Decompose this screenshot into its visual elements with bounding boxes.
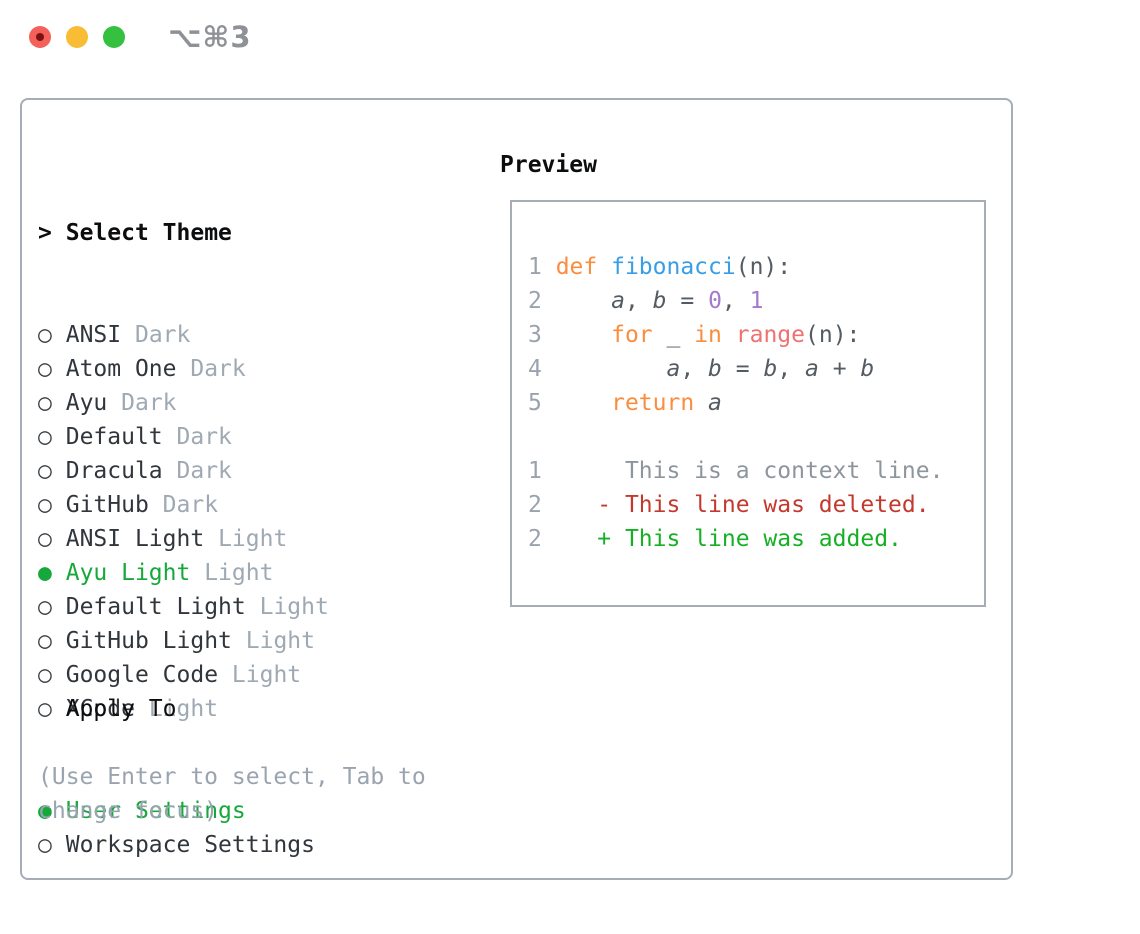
radio-icon: ○ xyxy=(38,526,52,552)
theme-option[interactable]: ○ Dracula Dark xyxy=(38,454,329,488)
preview-title: Preview xyxy=(500,152,597,178)
apply-to-title: Apply To xyxy=(65,696,177,722)
theme-picker-panel: > Select Theme ○ ANSI Dark○ Atom One Dar… xyxy=(20,98,1013,880)
title-bar: ⌥⌘3 xyxy=(0,0,1140,74)
apply-to-label: User Settings xyxy=(65,798,246,824)
theme-variant: Light xyxy=(231,662,302,688)
radio-icon: ○ xyxy=(38,492,52,518)
theme-name: GitHub Light xyxy=(65,628,232,654)
radio-icon: ○ xyxy=(38,594,52,620)
theme-list: > Select Theme ○ ANSI Dark○ Atom One Dar… xyxy=(38,148,329,726)
apply-to-option[interactable]: ● User Settings xyxy=(38,794,315,828)
theme-variant: Light xyxy=(148,696,219,722)
radio-icon: ● xyxy=(38,798,52,824)
theme-variant: Light xyxy=(218,526,288,552)
code-line: 3 for _ in range(n): xyxy=(528,322,861,348)
theme-name: GitHub xyxy=(65,492,149,518)
theme-name: Default Light xyxy=(65,594,246,620)
theme-variant: Dark xyxy=(121,390,177,416)
zoom-button[interactable] xyxy=(103,26,125,48)
theme-option[interactable]: ○ GitHub Dark xyxy=(38,488,329,522)
apply-to-label: Workspace Settings xyxy=(65,832,315,858)
radio-icon: ○ xyxy=(38,424,52,450)
radio-icon: ○ xyxy=(38,662,52,688)
radio-icon: ○ xyxy=(38,356,52,382)
code-line: 4 a, b = b, a + b xyxy=(528,356,875,382)
theme-option[interactable]: ● Ayu Light Light xyxy=(38,556,329,590)
theme-list-title: Select Theme xyxy=(65,220,232,246)
theme-name: XCode xyxy=(65,696,135,722)
theme-name: ANSI xyxy=(65,322,122,348)
radio-icon: ○ xyxy=(38,458,52,484)
radio-icon: ● xyxy=(38,560,52,586)
window-shortcut-label: ⌥⌘3 xyxy=(168,20,252,54)
theme-option[interactable]: ○ Ayu Dark xyxy=(38,386,329,420)
theme-variant: Light xyxy=(245,628,315,654)
theme-option[interactable]: ○ Atom One Dark xyxy=(38,352,329,386)
theme-variant: Dark xyxy=(190,356,246,382)
radio-icon: ○ xyxy=(38,322,52,348)
theme-name: ANSI Light xyxy=(65,526,205,552)
theme-name: Default xyxy=(65,424,163,450)
apply-to-section: Apply To ● User Settings○ Workspace Sett… xyxy=(38,624,315,862)
code-line: 5 return a xyxy=(528,390,722,416)
theme-variant: Dark xyxy=(176,458,232,484)
theme-variant: Dark xyxy=(162,492,219,518)
theme-name: Ayu xyxy=(65,390,108,416)
theme-variant: Dark xyxy=(134,322,191,348)
theme-option[interactable]: ○ Google Code Light xyxy=(38,658,329,692)
radio-icon: ○ xyxy=(38,832,52,858)
theme-option[interactable]: ○ XCode Light xyxy=(38,692,329,726)
preview-box: 1 def fibonacci(n): 2 a, b = 0, 1 3 for _ … xyxy=(510,200,986,607)
code-line: 2 a, b = 0, 1 xyxy=(528,288,764,314)
theme-option[interactable]: ○ Default Light Light xyxy=(38,590,329,624)
theme-option[interactable]: ○ ANSI Dark xyxy=(38,318,329,352)
apply-to-header: Apply To xyxy=(38,692,315,726)
theme-variant: Light xyxy=(259,594,329,620)
radio-icon: ○ xyxy=(38,696,52,722)
close-button[interactable] xyxy=(29,26,51,48)
minimize-button[interactable] xyxy=(66,26,88,48)
code-line xyxy=(528,420,943,454)
theme-option[interactable]: ○ ANSI Light Light xyxy=(38,522,329,556)
theme-variant: Light xyxy=(204,560,274,586)
code-line: 1 def fibonacci(n): xyxy=(528,254,792,280)
theme-option[interactable]: ○ GitHub Light Light xyxy=(38,624,329,658)
theme-name: Dracula xyxy=(65,458,163,484)
radio-icon: ○ xyxy=(38,628,52,654)
theme-name: Google Code xyxy=(65,662,219,688)
code-line: 2 + This line was added. xyxy=(528,526,902,552)
radio-icon: ○ xyxy=(38,390,52,416)
theme-option[interactable]: ○ Default Dark xyxy=(38,420,329,454)
theme-name: Atom One xyxy=(65,356,177,382)
focus-caret: > xyxy=(38,220,52,246)
code-line: 2 - This line was deleted. xyxy=(528,492,930,518)
apply-to-option[interactable]: ○ Workspace Settings xyxy=(38,828,315,862)
preview-code: 1 def fibonacci(n): 2 a, b = 0, 1 3 for _ … xyxy=(528,250,943,556)
code-line: 1 This is a context line. xyxy=(528,458,944,484)
theme-variant: Dark xyxy=(176,424,232,450)
theme-list-header: > Select Theme xyxy=(38,216,329,250)
theme-name: Ayu Light xyxy=(65,560,191,586)
